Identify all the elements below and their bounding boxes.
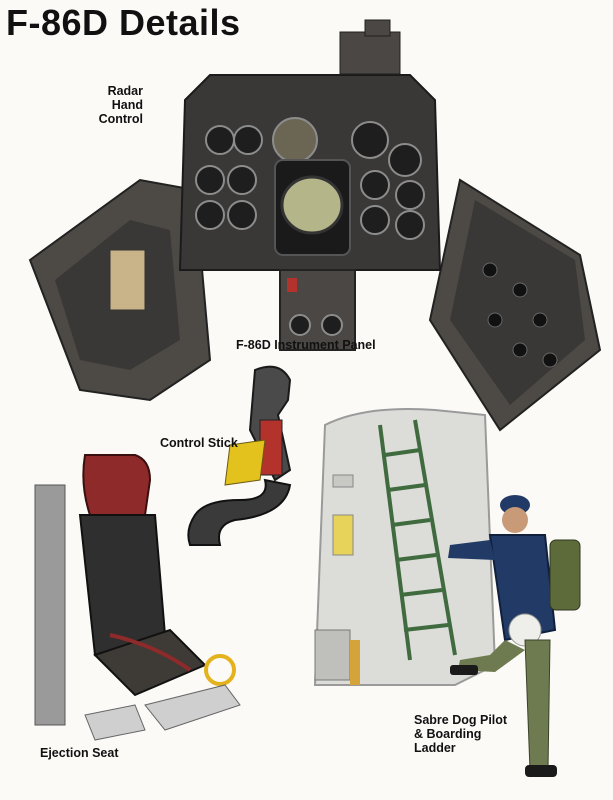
control-stick-illustration: [187, 365, 292, 546]
control-stick-label: Control Stick: [160, 436, 238, 450]
ejection-seat-illustration: [34, 454, 241, 741]
instrument-panel-label: F-86D Instrument Panel: [236, 338, 376, 352]
pilot-ladder-label: Sabre Dog Pilot & Boarding Ladder: [414, 713, 508, 755]
ejection-seat-label: Ejection Seat: [40, 746, 119, 760]
page-title: F-86D Details: [6, 2, 241, 43]
radar-hand-control-label: Radar Hand Control: [98, 84, 143, 126]
instrument-panel-illustration: [28, 19, 602, 432]
boarding-ladder-illustration: [378, 419, 457, 661]
pilot-illustration: [448, 495, 581, 777]
